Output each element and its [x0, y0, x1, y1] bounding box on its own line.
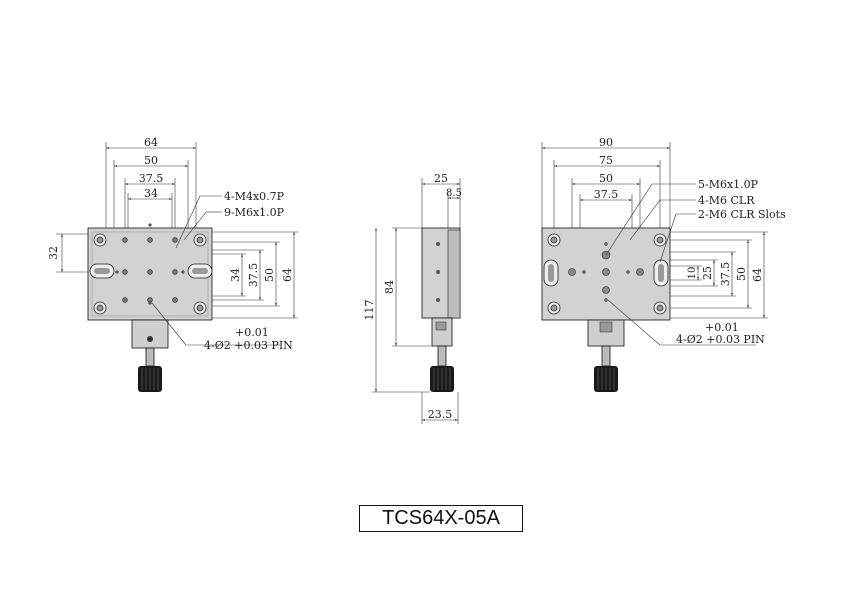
- bottom-dim-75: 75: [599, 154, 613, 167]
- bottom-dim-r37-5: 37.5: [719, 262, 732, 287]
- front-callout-m4: 4-M4x0.7P: [224, 190, 285, 203]
- side-view: 25 8.5 84 117 23.5: [363, 172, 462, 424]
- side-dim-8-5: 8.5: [446, 188, 462, 199]
- front-tapped-holes: [115, 223, 185, 305]
- bottom-callout-pin: 4-Ø2 +0.03 PIN: [676, 333, 765, 346]
- front-callout-pin: 4-Ø2 +0.03 PIN: [204, 339, 293, 352]
- front-dim-r34: 34: [229, 268, 242, 282]
- front-view: 64 50 37.5 34 32 34 37.5 50 64: [47, 136, 298, 392]
- bottom-callout-tol: +0.01: [705, 321, 739, 334]
- front-dim-r50: 50: [263, 268, 276, 282]
- bottom-dim-r64: 64: [751, 268, 764, 282]
- side-dim-25: 25: [434, 172, 448, 185]
- bottom-view: 90 75 50 37.5 10 25 37.5 50 64 5-M6x1.0P…: [541, 136, 786, 392]
- front-dim-37-5: 37.5: [139, 172, 164, 185]
- bottom-callout-slots: 2-M6 CLR Slots: [698, 208, 786, 221]
- side-dim-117: 117: [363, 300, 376, 321]
- bottom-dim-90: 90: [599, 136, 613, 149]
- side-dim-23-5: 23.5: [428, 408, 453, 421]
- bottom-dim-37-5: 37.5: [594, 188, 619, 201]
- front-callout-tol: +0.01: [235, 326, 269, 339]
- bottom-callout-m6: 5-M6x1.0P: [698, 178, 759, 191]
- front-dim-50: 50: [144, 154, 158, 167]
- bottom-holes: [568, 242, 644, 302]
- bottom-dim-r10: 10: [687, 267, 698, 280]
- front-dim-r64: 64: [281, 268, 294, 282]
- front-dim-32: 32: [47, 246, 60, 260]
- bottom-dim-r50: 50: [735, 267, 748, 281]
- bottom-dim-50: 50: [599, 172, 613, 185]
- bottom-corner-holes: [547, 233, 667, 315]
- front-base-block: [131, 319, 169, 349]
- side-dim-84: 84: [383, 280, 396, 294]
- front-dim-34: 34: [144, 187, 158, 200]
- front-dim-64: 64: [144, 136, 158, 149]
- front-dim-r37-5: 37.5: [247, 263, 260, 288]
- bottom-dim-r25: 25: [701, 266, 714, 280]
- bottom-callout-clr: 4-M6 CLR: [698, 194, 755, 207]
- model-title: TCS64X-05A: [359, 505, 523, 532]
- front-callout-m6: 9-M6x1.0P: [224, 206, 285, 219]
- front-corner-holes: [93, 233, 207, 315]
